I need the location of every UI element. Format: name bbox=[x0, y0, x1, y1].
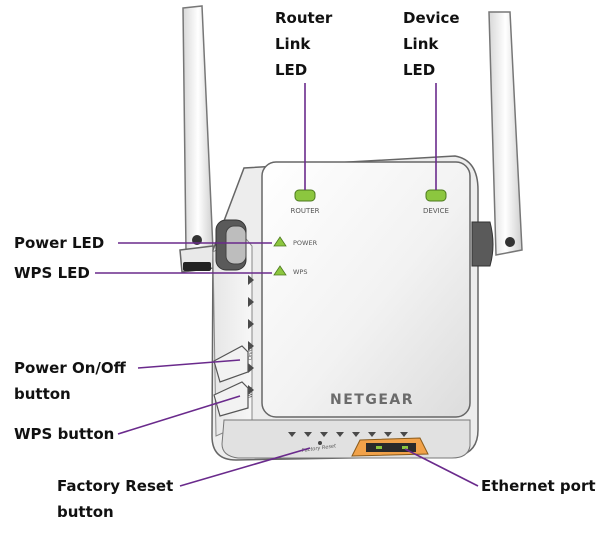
ethernet-port-callout: Ethernet port bbox=[481, 477, 596, 495]
bottom-vents bbox=[288, 432, 408, 437]
reset-label: Factory Reset bbox=[301, 443, 337, 454]
power-led bbox=[273, 236, 287, 247]
device-led bbox=[425, 189, 447, 202]
device-led-callout: Device Link LED bbox=[403, 9, 460, 79]
factory-reset-button[interactable]: Factory Reset bbox=[301, 441, 337, 454]
side-power-label: On/Off bbox=[248, 343, 254, 360]
wps-led bbox=[273, 265, 287, 276]
wps-button-leader bbox=[117, 395, 241, 435]
factory-reset-leader bbox=[179, 447, 311, 487]
power-led-label: POWER bbox=[293, 239, 318, 247]
ethernet-port[interactable] bbox=[351, 437, 429, 457]
brand-logo: NETGEAR bbox=[330, 392, 414, 408]
router-led-label: ROUTER bbox=[290, 207, 319, 215]
wps-button-callout: WPS button bbox=[14, 425, 115, 443]
router-led bbox=[294, 189, 316, 202]
power-button-callout: Power On/Off button bbox=[14, 359, 126, 403]
wps-led-label: WPS bbox=[293, 268, 307, 276]
right-antenna bbox=[488, 11, 523, 256]
side-wps-label: WPS bbox=[248, 387, 254, 398]
wps-led-callout: WPS LED bbox=[14, 264, 90, 282]
router-led-callout: Router Link LED bbox=[275, 9, 333, 79]
leader-lines bbox=[95, 83, 479, 487]
left-antenna bbox=[179, 5, 215, 273]
ethernet-port-leader bbox=[404, 448, 479, 487]
extender-body bbox=[211, 155, 494, 461]
device-led-label: DEVICE bbox=[423, 207, 449, 215]
side-vents bbox=[248, 275, 254, 395]
factory-reset-callout: Factory Reset button bbox=[57, 477, 174, 521]
power-led-callout: Power LED bbox=[14, 234, 105, 252]
power-button-leader bbox=[137, 359, 241, 369]
power-button[interactable]: On/Off bbox=[213, 343, 254, 383]
